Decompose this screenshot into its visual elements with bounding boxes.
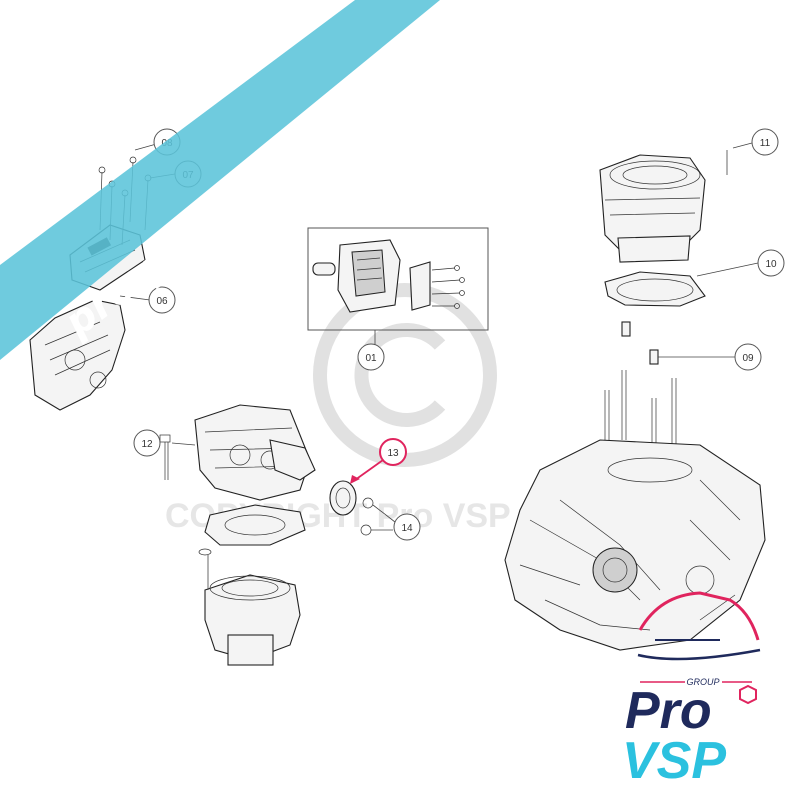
logo-group-text: GROUP — [686, 677, 719, 687]
logo-pro-text: Pro — [625, 682, 712, 740]
callout-06: 06 — [148, 286, 176, 314]
callout-label: 14 — [401, 523, 413, 534]
callout-label: 10 — [765, 259, 777, 270]
throttle-body-box — [307, 227, 489, 345]
callout-11: 11 — [751, 128, 779, 156]
dowel-pin — [621, 321, 631, 337]
small-gasket — [329, 480, 357, 516]
callout-12: 12 — [133, 429, 161, 457]
hexagon-icon — [739, 684, 757, 705]
callout-label: 09 — [742, 353, 754, 364]
callout-label: 12 — [141, 439, 153, 450]
callout-13: 13 — [379, 438, 407, 466]
callout-14: 14 — [393, 513, 421, 541]
copyright-circle-icon — [313, 283, 497, 467]
cylinder-head-top — [29, 299, 126, 411]
cylinder-head-lower-assembly — [159, 404, 396, 666]
head-gasket — [604, 271, 706, 307]
copyright-c-icon — [354, 323, 446, 427]
logo-vsp-text: VSP — [622, 732, 726, 790]
car-outline-icon — [638, 591, 760, 641]
highlight-arrow — [354, 459, 384, 481]
callout-label: 13 — [387, 448, 399, 459]
cylinder-assembly-right — [504, 142, 766, 651]
callout-09: 09 — [734, 343, 762, 371]
dowel-pin-2 — [649, 349, 659, 365]
callout-10: 10 — [757, 249, 785, 277]
callout-label: 06 — [156, 296, 168, 307]
crankcase — [504, 439, 766, 651]
upper-cylinder — [599, 154, 706, 256]
callout-label: 01 — [365, 353, 377, 364]
callout-01: 01 — [357, 343, 385, 371]
lower-head-gasket — [204, 504, 306, 546]
detail-box — [307, 227, 489, 331]
highlight-arrowhead — [350, 475, 360, 484]
callout-label: 11 — [760, 138, 771, 149]
pro-vsp-logo: GROUP Pro VSP — [622, 591, 761, 790]
